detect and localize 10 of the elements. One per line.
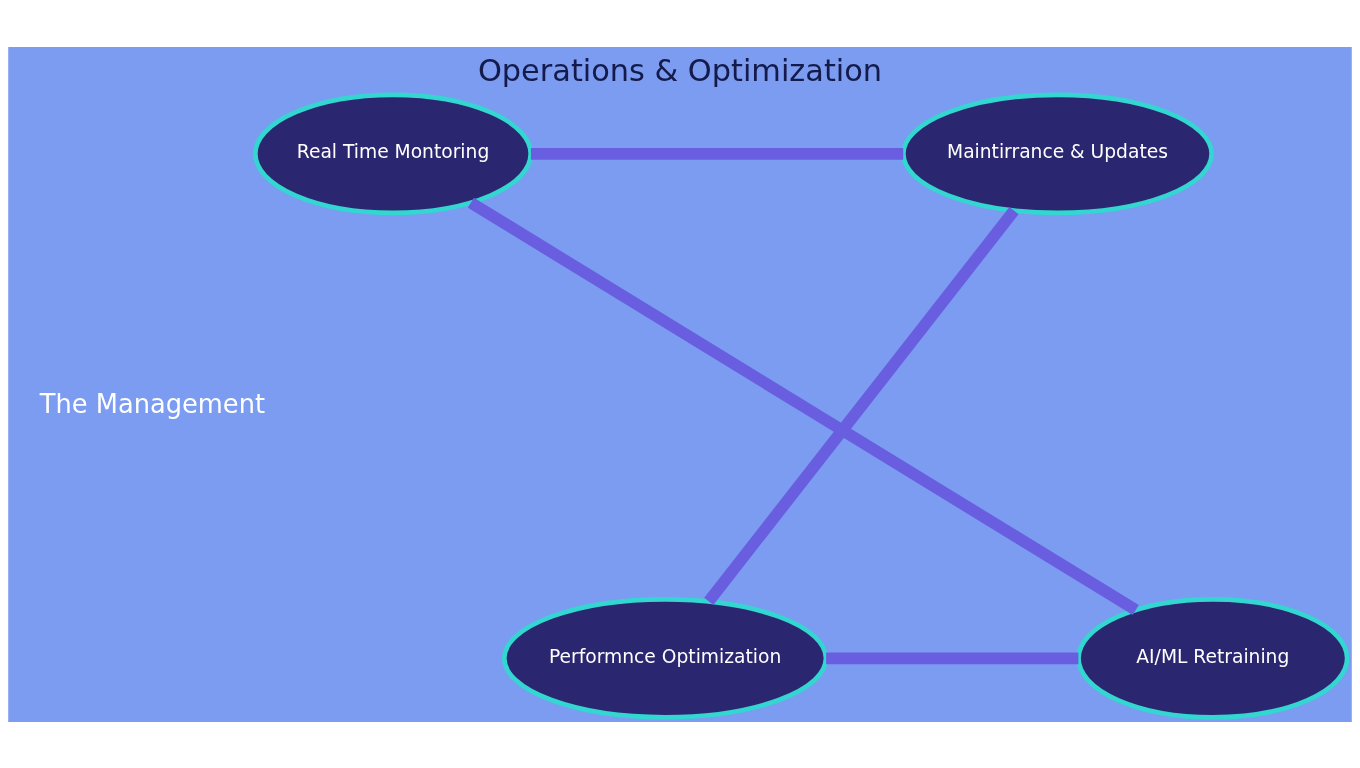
- connector: [704, 206, 1019, 605]
- connector: [530, 147, 904, 160]
- connector: [826, 652, 1079, 664]
- node-ellipse: Real Time Montoring: [253, 92, 533, 215]
- node-ellipse: Maintirrance & Updates: [901, 92, 1214, 215]
- label: The Management: [39, 388, 266, 419]
- node-ellipse: Performnce Optimization: [501, 596, 829, 720]
- diagram-title: Operations & Optimization: [477, 52, 883, 88]
- node-ellipse: AI/ML Retraining: [1076, 596, 1350, 720]
- connector: [467, 197, 1139, 615]
